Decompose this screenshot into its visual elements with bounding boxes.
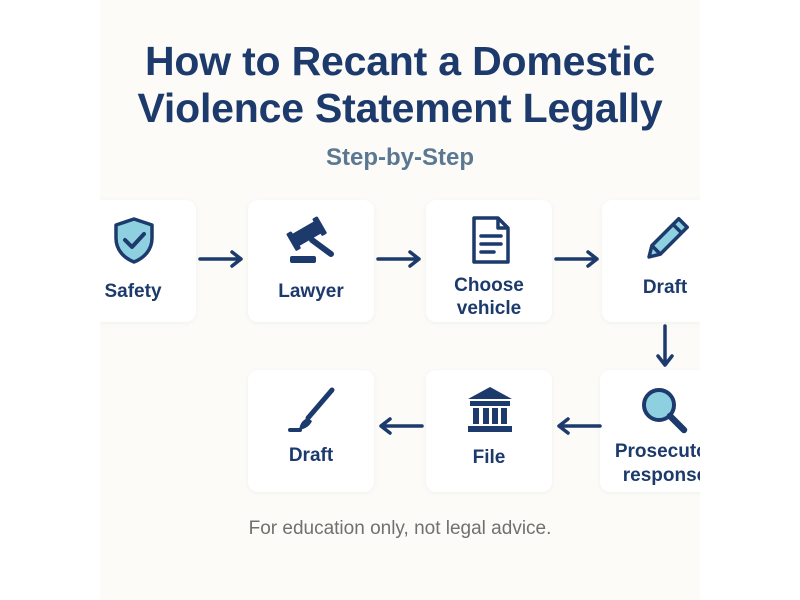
step-label: File <box>472 447 506 468</box>
magnifier-icon <box>638 384 690 436</box>
step-label: Lawyer <box>278 281 344 302</box>
step-label: Choose vehicle <box>454 275 524 319</box>
step-label: Safety <box>104 281 162 302</box>
courthouse-icon <box>464 384 516 436</box>
arrow-left-icon <box>376 416 424 436</box>
infographic-canvas: How to Recant a Domestic Violence Statem… <box>100 0 700 600</box>
title-line-2: Violence Statement Legally <box>137 85 663 131</box>
step-card-draft: Draft <box>602 200 700 322</box>
arrow-right-icon <box>376 249 424 269</box>
page-subtitle: Step-by-Step <box>325 144 474 171</box>
document-icon <box>464 214 516 266</box>
title-line-1: How to Recant a Domestic <box>144 38 656 84</box>
step-card-choose-vehicle: Choose vehicle <box>426 200 552 322</box>
step-card-file: File <box>426 370 552 492</box>
gavel-icon <box>286 214 338 266</box>
pencil-icon <box>640 214 692 266</box>
arrow-down-icon <box>655 324 675 370</box>
page-title: How to Recant a Domestic Violence Statem… <box>100 38 700 132</box>
step-card-lawyer: Lawyer <box>248 200 374 322</box>
arrow-right-icon <box>198 249 246 269</box>
step-card-prosecutor-response: Prosecutor response <box>600 370 700 492</box>
step-card-draft-final: Draft <box>248 370 374 492</box>
arrow-right-icon <box>554 249 602 269</box>
step-label: Draft <box>642 277 688 298</box>
disclaimer-text: For education only, not legal advice. <box>248 518 552 539</box>
step-label: Prosecutor response <box>614 441 700 486</box>
pen-brush-icon <box>286 384 338 436</box>
arrow-left-icon <box>554 416 602 436</box>
step-label: Draft <box>288 445 334 466</box>
shield-check-icon <box>108 214 160 266</box>
step-card-safety: Safety <box>100 200 196 322</box>
